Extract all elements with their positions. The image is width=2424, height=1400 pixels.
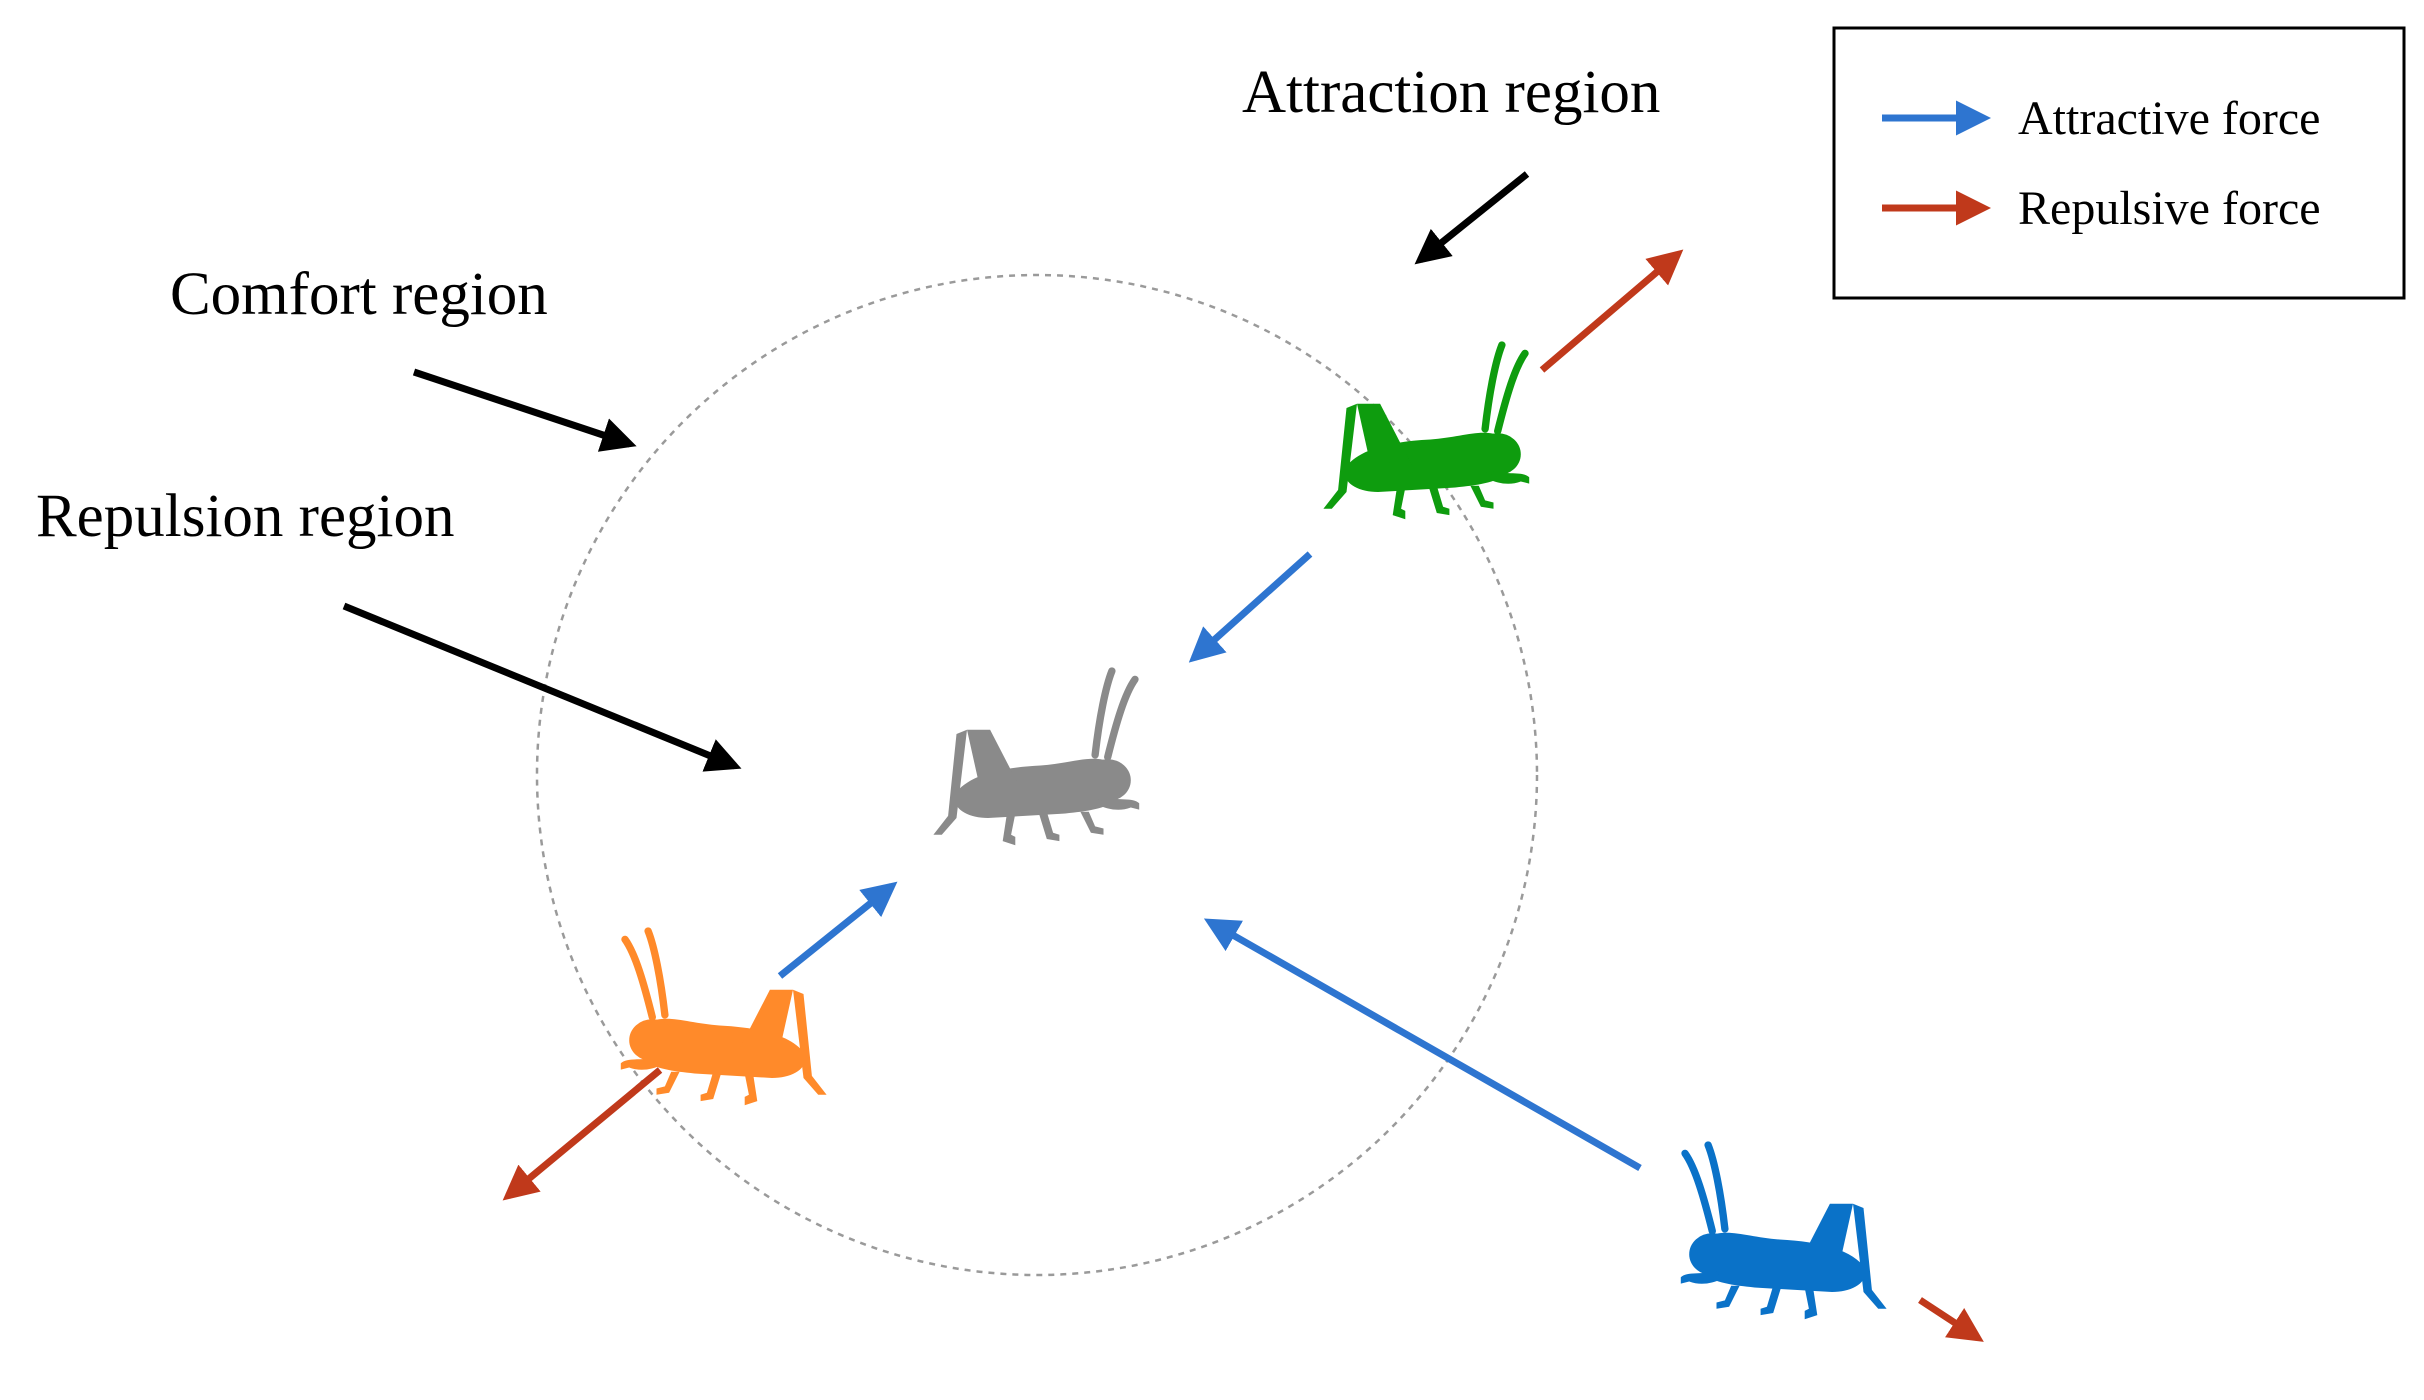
legend-attractive-label: Attractive force — [2018, 92, 2320, 145]
legend: Attractive force Repulsive force — [1832, 26, 2406, 300]
legend-box — [1832, 26, 2406, 300]
comfort-region-circle — [535, 273, 1539, 1277]
attraction-pointer-arrow — [1414, 171, 1530, 265]
repulsive-force-arrow-blue — [1918, 1297, 1984, 1342]
grasshopper-blue — [1681, 1145, 1887, 1319]
repulsion-region-label: Repulsion region — [36, 483, 454, 550]
repulsion-pointer-arrow — [342, 602, 742, 772]
comfort-pointer-arrow — [412, 368, 637, 452]
legend-repulsive-label: Repulsive force — [2018, 182, 2321, 235]
grasshopper-center — [933, 671, 1139, 845]
attraction-region-label: Attraction region — [1242, 59, 1660, 126]
attractive-force-arrow-blue — [1203, 918, 1642, 1172]
attractive-force-arrow-green — [1188, 551, 1313, 663]
repulsive-force-arrow-green — [1539, 249, 1684, 373]
grasshopper-green — [1323, 345, 1529, 519]
attractive-force-arrow-orange — [777, 881, 898, 979]
comfort-region-label: Comfort region — [170, 261, 548, 328]
repulsive-force-arrow-orange — [502, 1067, 663, 1201]
